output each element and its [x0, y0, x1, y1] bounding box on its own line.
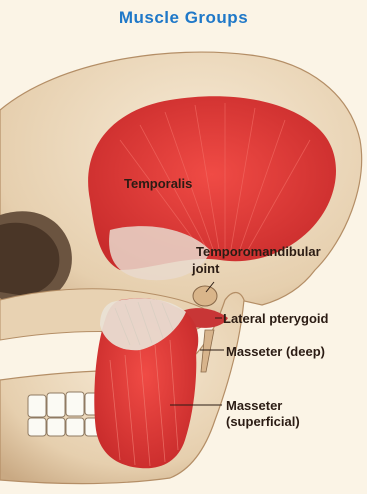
- label-tmj-line2: joint: [192, 261, 219, 276]
- label-masseter-superficial-line1: Masseter: [226, 398, 282, 413]
- label-lateral-pterygoid: Lateral pterygoid: [223, 311, 328, 326]
- teeth: [28, 392, 101, 436]
- label-temporalis: Temporalis: [124, 176, 192, 191]
- label-masseter-deep: Masseter (deep): [226, 344, 325, 359]
- label-masseter-superficial-line2: (superficial): [226, 414, 300, 429]
- tmj-condyle: [193, 286, 217, 306]
- label-tmj-line1: Temporomandibular: [196, 244, 321, 259]
- diagram-title: Muscle Groups: [0, 8, 367, 28]
